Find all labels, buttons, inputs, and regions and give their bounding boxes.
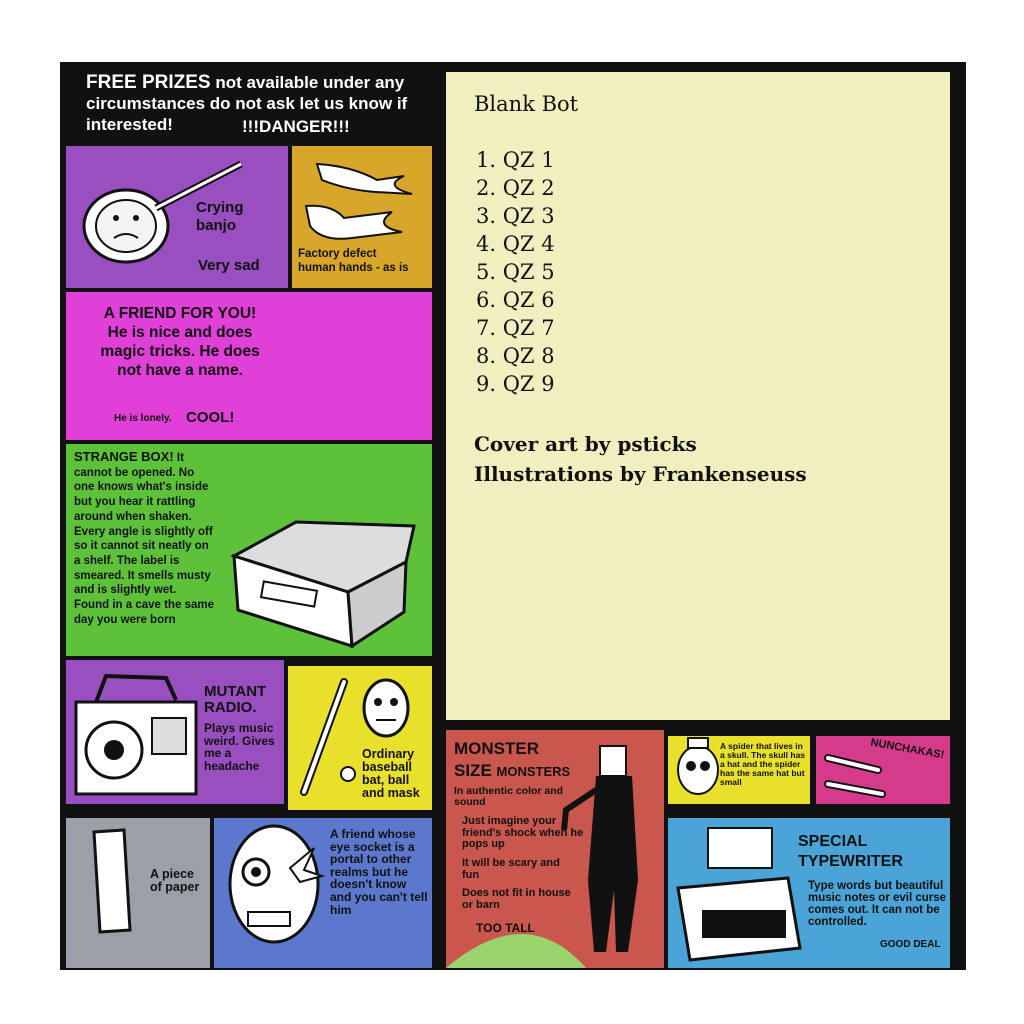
track-7[interactable]: 7. QZ 7 [476,316,555,340]
strange-box-description: It cannot be opened. No one knows what's… [74,452,214,626]
strange-box-icon [230,520,416,649]
spider-text: A spider that lives in a skull. The skul… [720,741,806,787]
hands-line1: Factory defect [298,248,377,260]
radio-icon [74,673,198,796]
monster-title-size: SIZE [454,761,492,780]
banner-disclaimer: not available under any circumstances do… [86,73,408,134]
banjo-line2: banjo [196,217,236,234]
bat-text: Ordinary baseball bat, ball and mask [362,747,420,801]
panel-nunchaku: NUNCHAKAS! [816,736,950,804]
paper-text: A piece of paper [150,867,200,895]
hands-line2: human hands - as is [298,262,409,274]
typewriter-title-2: TYPEWRITER [798,853,903,870]
typewriter-icon [676,827,802,962]
panel-piece-of-paper: A piece of paper [66,818,210,968]
free-prizes-heading: FREE PRIZES [86,72,211,93]
strange-box-text: STRANGE BOX! It cannot be opened. No one… [74,449,214,627]
eye-friend-text: A friend whose eye socket is a portal to… [330,827,428,917]
strange-box-title: STRANGE BOX! [74,449,174,464]
bat-icon [300,678,410,796]
track-2[interactable]: 2. QZ 2 [476,176,555,200]
panel-strange-box: STRANGE BOX! It cannot be opened. No one… [66,444,432,656]
typewriter-title-1: SPECIAL [798,833,868,850]
banner-text: FREE PRIZES not available under any circ… [86,72,426,135]
panel-friend: A FRIEND FOR YOU! He is nice and does ma… [66,292,432,440]
panel-special-typewriter: SPECIAL TYPEWRITER Type words but beauti… [668,818,950,968]
track-8[interactable]: 8. QZ 8 [476,344,555,368]
monster-line4: Does not fit in house or barn [462,887,571,911]
monster-line2: Just imagine your friend's shock when he… [462,815,584,851]
typewriter-deal: GOOD DEAL [880,939,941,950]
track-3[interactable]: 3. QZ 3 [476,204,555,228]
friend-lonely: He is lonely. [114,413,172,424]
skull-icon [677,737,719,795]
credit-cover-art: Cover art by psticks [474,432,697,456]
panel-human-hands: Factory defect human hands - as is [292,146,432,288]
banjo-line1: Crying [196,199,244,216]
credit-illustrations: Illustrations by Frankenseuss [474,462,807,486]
monster-too-tall: TOO TALL [476,921,535,935]
panel-spider-skull: A spider that lives in a skull. The skul… [668,736,810,804]
radio-text: Plays music weird. Gives me a headache [204,721,275,773]
track-6[interactable]: 6. QZ 6 [476,288,555,312]
tall-monster-icon [446,745,638,968]
radio-title: MUTANT RADIO. [204,683,267,716]
monster-title-2: SIZE MONSTERS [454,762,570,780]
paper-icon [92,828,132,934]
track-9[interactable]: 9. QZ 9 [476,372,555,396]
panel-bat-ball-mask: Ordinary baseball bat, ball and mask [288,666,432,810]
monster-face-icon [228,824,326,944]
typewriter-text: Type words but beautiful music notes or … [808,880,947,929]
album-title: Blank Bot [474,92,579,116]
friend-text: A FRIEND FOR YOU! He is nice and does ma… [100,305,260,379]
track-1[interactable]: 1. QZ 1 [476,148,555,172]
panel-mutant-radio: MUTANT RADIO. Plays music weird. Gives m… [66,660,284,804]
panel-monster-size-monsters: MONSTER SIZE MONSTERS In authentic color… [446,730,664,968]
tracklist-panel: Blank Bot 1. QZ 1 2. QZ 2 3. QZ 3 4. QZ … [446,72,950,720]
monster-title-1: MONSTER [454,739,539,758]
hands-icon [304,162,413,240]
friend-cool: COOL! [186,409,235,426]
danger-label: !!!DANGER!!! [242,117,350,136]
monster-title-monsters: MONSTERS [496,764,571,779]
track-5[interactable]: 5. QZ 5 [476,260,555,284]
banjo-line3: Very sad [198,257,260,274]
panel-crying-banjo: Crying banjo Very sad [66,146,288,288]
track-4[interactable]: 4. QZ 4 [476,232,555,256]
banjo-icon [82,160,243,264]
panel-eye-socket-friend: A friend whose eye socket is a portal to… [214,818,432,968]
monster-line3: It will be scary and fun [462,857,560,881]
free-prizes-banner: FREE PRIZES not available under any circ… [66,66,432,144]
monster-line1: In authentic color and sound [454,785,564,809]
nunchaku-icon [824,754,886,798]
